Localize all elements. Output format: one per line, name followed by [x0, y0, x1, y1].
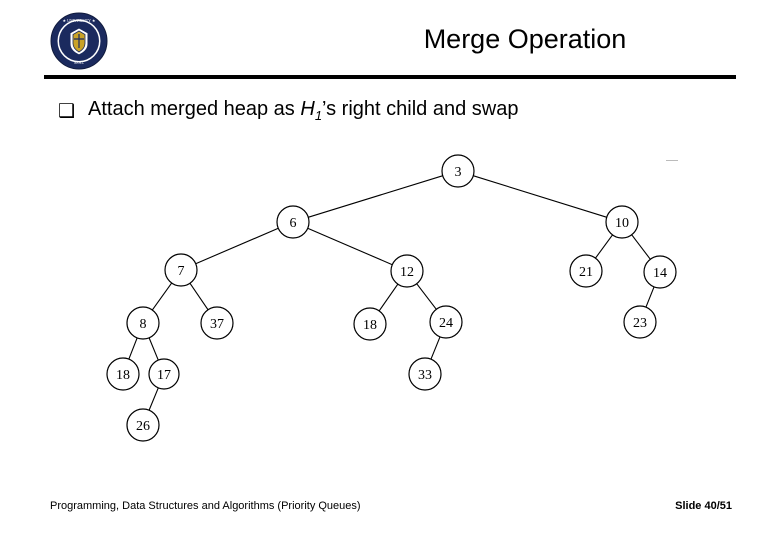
tree-edge — [151, 281, 173, 312]
tree-node-circle — [408, 357, 442, 391]
tree-edge — [415, 282, 438, 311]
bullet-text: Attach merged heap as H1’s right child a… — [88, 98, 518, 123]
tree-node-circle — [390, 254, 424, 288]
tree-node-label: 24 — [439, 316, 453, 331]
tree-node-label: 12 — [400, 265, 414, 280]
tree-node: 17 — [148, 358, 180, 390]
leftist-heap-tree-figure: 3 6 10 7 12 21 14 8 37 18 24 23 18 17 33 26 — [60, 140, 720, 460]
tree-node-circle — [643, 255, 677, 289]
tree-node-label: 33 — [418, 368, 432, 383]
tree-node-circle — [441, 154, 475, 188]
tree-node-label: 10 — [615, 216, 629, 231]
bullet-variable-subscript: 1 — [314, 108, 323, 123]
tree-node-circle — [126, 408, 160, 442]
tree-node-circle — [605, 205, 639, 239]
tree-node: 23 — [623, 305, 657, 339]
footer-slide-number: Slide 40/51 — [675, 500, 732, 512]
svg-text:★ UNIVERSITY ★: ★ UNIVERSITY ★ — [62, 18, 95, 23]
tree-edge — [148, 336, 160, 362]
tree-node-circle — [200, 306, 234, 340]
tree-edge — [594, 233, 614, 260]
tree-node: 33 — [408, 357, 442, 391]
tree-node: 10 — [605, 205, 639, 239]
bullet-text-post: ’s right child and swap — [322, 98, 519, 120]
tree-edge — [307, 174, 444, 219]
tree-node-label: 21 — [579, 265, 593, 280]
university-seal-logo: ★ UNIVERSITY ★ SEAL — [50, 12, 108, 70]
tree-node-label: 14 — [653, 266, 667, 281]
bullet-square-icon: ❑ — [58, 100, 76, 122]
tree-node: 7 — [164, 253, 198, 287]
tree-edge — [645, 285, 655, 309]
tree-node: 3 — [441, 154, 475, 188]
tree-node-circle — [353, 307, 387, 341]
tree-node-label: 8 — [140, 317, 147, 332]
tree-edge — [127, 336, 139, 361]
bullet-text-pre: Attach merged heap as — [88, 98, 301, 120]
tree-node-circle — [164, 253, 198, 287]
tree-node-label: 17 — [157, 368, 171, 383]
tree-node-circle — [106, 357, 140, 391]
tree-node: 37 — [200, 306, 234, 340]
bullet-row: ❑ Attach merged heap as H1’s right child… — [58, 98, 738, 130]
tree-node-label: 26 — [136, 419, 150, 434]
tree-node: 8 — [126, 306, 160, 340]
tree-edge — [472, 174, 608, 219]
tree-node-label: 18 — [116, 368, 130, 383]
tree-node-label: 3 — [455, 165, 462, 180]
title-divider — [44, 75, 736, 79]
tree-node: 18 — [106, 357, 140, 391]
tree-edge — [430, 335, 441, 361]
tree-node-circle — [126, 306, 160, 340]
tree-node: 14 — [643, 255, 677, 289]
tree-node-label: 6 — [290, 216, 297, 231]
tree-node: 24 — [429, 305, 463, 339]
tree-edge — [194, 227, 280, 265]
tree-node: 6 — [276, 205, 310, 239]
tree-node-label: 37 — [210, 317, 224, 332]
tree-node-label: 7 — [178, 264, 185, 279]
tree-node: 26 — [126, 408, 160, 442]
bullet-variable: H — [300, 98, 315, 120]
svg-text:SEAL: SEAL — [74, 60, 85, 65]
tree-edge — [306, 227, 394, 266]
tree-edge — [630, 233, 652, 261]
tree-edge — [378, 282, 399, 313]
footer-course-label: Programming, Data Structures and Algorit… — [50, 500, 361, 512]
tree-node-circle — [569, 254, 603, 288]
tree-node-label: 23 — [633, 316, 647, 331]
tree-node-label: 18 — [363, 318, 377, 333]
tree-node: 12 — [390, 254, 424, 288]
tree-node: 21 — [569, 254, 603, 288]
page-title: Merge Operation — [423, 24, 627, 54]
tree-node-circle — [148, 358, 180, 390]
tree-node-circle — [429, 305, 463, 339]
tree-edge — [188, 282, 210, 311]
tree-node-circle — [623, 305, 657, 339]
tree-edge — [148, 386, 160, 412]
tree-node: 18 — [353, 307, 387, 341]
figure-tick-mark — [666, 160, 678, 161]
tree-node-circle — [276, 205, 310, 239]
